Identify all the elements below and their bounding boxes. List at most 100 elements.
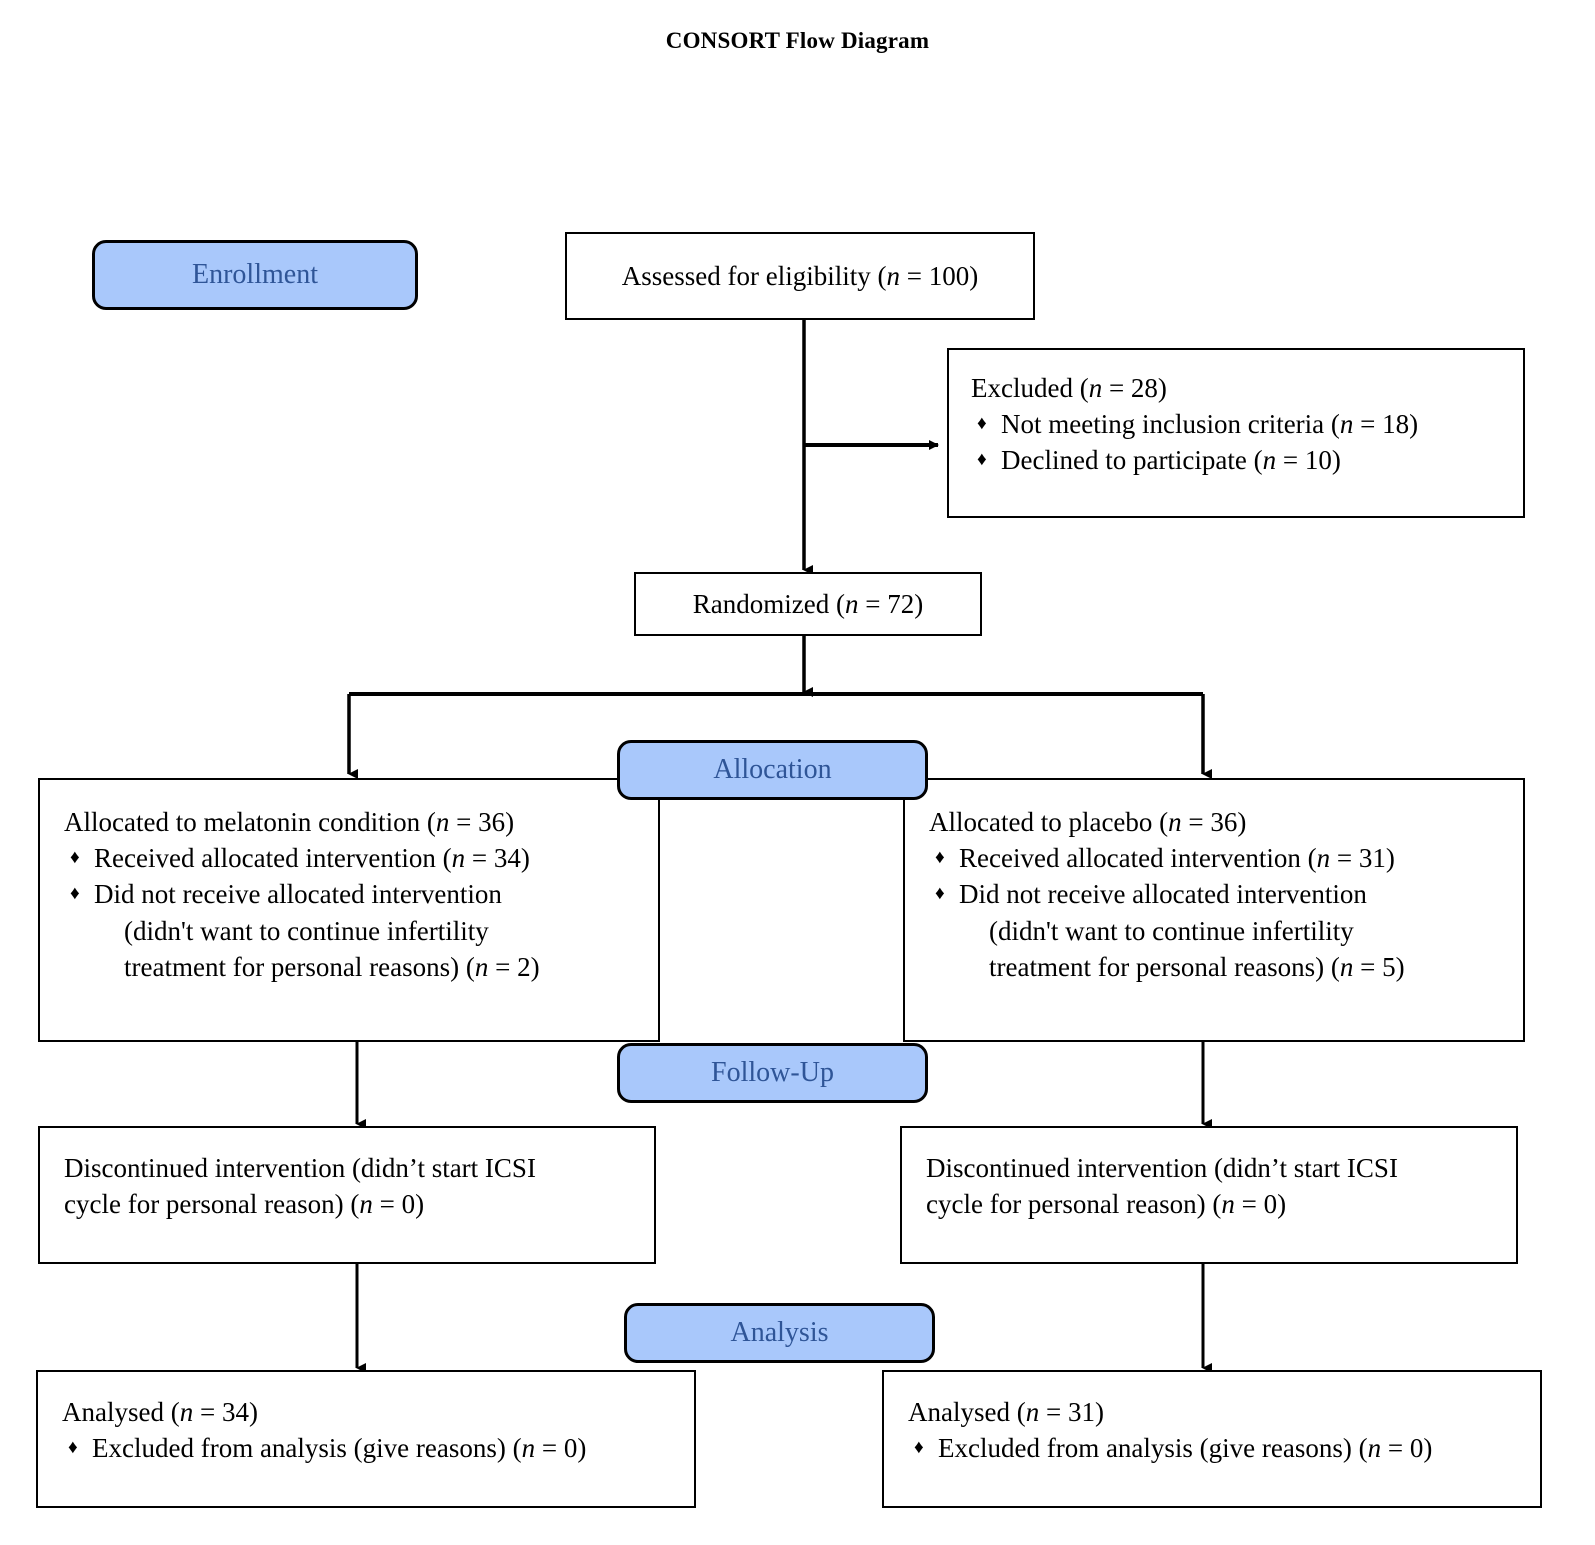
alloc-right-item-1-cont-1: treatment for personal reasons) (n = 5) [959, 949, 1499, 985]
alloc-right-cont-0-pre: (didn't want to continue infertility [989, 915, 1354, 946]
followup-left-line2-pre: cycle for personal reason) ( [64, 1189, 360, 1220]
node-discontinued-left: Discontinued intervention (didn’t start … [38, 1126, 656, 1264]
alloc-left-cont-1-n: n [474, 951, 489, 982]
analysis-right-item-0-n: n [1367, 1433, 1382, 1464]
followup-left-line2-n: n [359, 1189, 373, 1220]
stage-label-analysis: Analysis [730, 1317, 829, 1348]
diamond-bullet-icon: ♦ [70, 883, 80, 905]
list-item: ♦ Excluded from analysis (give reasons) (… [62, 1430, 670, 1466]
node-randomized: Randomized (n = 72) [634, 572, 982, 636]
alloc-left-item-1-cont-1: treatment for personal reasons) (n = 2) [94, 949, 634, 985]
analysis-left-item-0-pre: Excluded from analysis (give reasons) ( [92, 1433, 522, 1464]
alloc-left-heading-n: n [435, 807, 450, 837]
analysis-left-item-0-n: n [521, 1433, 536, 1464]
excluded-item-0-post: = 18) [1353, 409, 1419, 440]
node-discontinued-right: Discontinued intervention (didn’t start … [900, 1126, 1518, 1264]
excluded-heading-n: n [1088, 373, 1103, 403]
diamond-bullet-icon: ♦ [935, 847, 945, 869]
excluded-item-1-pre: Declined to participate ( [1001, 445, 1263, 476]
alloc-right-heading-n: n [1168, 807, 1182, 837]
stage-label-followup: Follow-Up [711, 1057, 834, 1088]
alloc-right-item-0-n: n [1316, 843, 1331, 874]
list-item: ♦Received allocated intervention (n = 34… [64, 840, 634, 876]
followup-right-line1: Discontinued intervention (didn’t start … [926, 1153, 1398, 1183]
node-allocated-melatonin: Allocated to melatonin condition (n = 36… [38, 778, 660, 1042]
followup-left-line1: Discontinued intervention (didn’t start … [64, 1153, 536, 1183]
analysis-left-heading-pre: Analysed ( [62, 1397, 180, 1427]
diamond-bullet-icon: ♦ [68, 1437, 78, 1459]
alloc-left-heading: Allocated to melatonin condition (n = 36… [64, 804, 634, 840]
node-excluded: Excluded (n = 28) ♦Not meeting inclusion… [947, 348, 1525, 518]
list-item: ♦ Not meeting inclusion criteria (n = 18) [971, 406, 1501, 442]
alloc-left-item-0-n: n [451, 843, 466, 874]
stage-label-allocation: Allocation [713, 754, 832, 785]
diamond-bullet-icon: ♦ [977, 413, 987, 435]
analysis-left-item-0-post: = 0) [535, 1433, 587, 1464]
analysis-right-heading-n: n [1025, 1397, 1040, 1427]
alloc-left-cont-0-pre: (didn't want to continue infertility [124, 915, 489, 946]
stage-badge-enrollment[interactable]: Enrollment [92, 240, 418, 310]
stage-label-enrollment: Enrollment [192, 259, 318, 290]
alloc-left-heading-post: = 36) [449, 807, 515, 837]
diamond-bullet-icon: ♦ [70, 847, 80, 869]
followup-right-line2-post: = 0) [1234, 1189, 1287, 1220]
page-title: CONSORT Flow Diagram [665, 28, 930, 53]
analysis-left-list: ♦ Excluded from analysis (give reasons) (… [62, 1430, 670, 1466]
excluded-heading-pre: Excluded ( [971, 373, 1089, 403]
excluded-heading: Excluded (n = 28) [971, 370, 1501, 406]
analysis-right-item-0-pre: Excluded from analysis (give reasons) ( [938, 1433, 1368, 1464]
alloc-right-cont-1-pre: treatment for personal reasons) ( [989, 951, 1340, 982]
analysis-right-heading: Analysed (n = 31) [908, 1394, 1516, 1430]
stage-badge-analysis[interactable]: Analysis [624, 1303, 935, 1363]
node-analysed-right: Analysed (n = 31) ♦Excluded from analysi… [882, 1370, 1542, 1508]
list-item: ♦Did not receive allocated intervention … [929, 876, 1499, 985]
analysis-right-heading-post: = 31) [1039, 1397, 1104, 1427]
excluded-item-1-n: n [1262, 445, 1277, 476]
alloc-left-list: ♦Received allocated intervention (n = 34… [64, 840, 634, 985]
list-item: ♦ Received allocated intervention (n = 31… [929, 840, 1499, 876]
node-assessed-for-eligibility: Assessed for eligibility (n = 100) [565, 232, 1035, 320]
alloc-right-cont-1-post: = 5) [1353, 951, 1405, 982]
alloc-right-item-0-pre: Received allocated intervention ( [959, 843, 1317, 874]
analysis-right-list: ♦ Excluded from analysis (give reasons) (… [908, 1430, 1516, 1466]
alloc-right-heading-pre: Allocated to placebo ( [929, 807, 1169, 837]
alloc-right-heading-post: = 36) [1181, 807, 1247, 837]
followup-left-line2: cycle for personal reason) (n = 0) [64, 1186, 630, 1222]
randomized-n-value: = 72) [858, 588, 924, 619]
node-allocated-placebo: Allocated to placebo (n = 36) ♦Received … [903, 778, 1525, 1042]
followup-right-line2-pre: cycle for personal reason) ( [926, 1189, 1222, 1220]
diamond-bullet-icon: ♦ [977, 449, 987, 471]
analysis-right-heading-pre: Analysed ( [908, 1397, 1026, 1427]
alloc-right-item-0-post: = 31) [1330, 843, 1395, 874]
alloc-right-cont-1-n: n [1339, 951, 1354, 982]
alloc-left-item-1-pre: Did not receive allocated intervention [94, 879, 502, 910]
followup-left-line2-post: = 0) [372, 1189, 425, 1220]
list-item: ♦Did not receive allocated intervention … [64, 876, 634, 985]
assessed-label: Assessed for eligibility ( [621, 260, 887, 291]
excluded-list: ♦Not meeting inclusion criteria (n = 18)… [971, 406, 1501, 478]
excluded-item-0-n: n [1339, 409, 1354, 440]
analysis-left-heading-n: n [179, 1397, 194, 1427]
alloc-left-heading-pre: Allocated to melatonin condition ( [64, 807, 436, 837]
stage-badge-followup[interactable]: Follow-Up [617, 1043, 928, 1103]
alloc-left-cont-1-post: = 2) [488, 951, 540, 982]
stage-badge-allocation[interactable]: Allocation [617, 740, 928, 800]
analysis-right-item-0-post: = 0) [1381, 1433, 1433, 1464]
alloc-left-item-0-pre: Received allocated intervention ( [94, 843, 452, 874]
alloc-right-item-1-pre: Did not receive allocated intervention [959, 879, 1367, 910]
list-item: ♦Declined to participate (n = 10) [971, 442, 1501, 478]
diamond-bullet-icon: ♦ [914, 1437, 924, 1459]
assessed-n-value: = 100) [900, 260, 979, 291]
analysis-left-heading: Analysed (n = 34) [62, 1394, 670, 1430]
node-analysed-left: Analysed (n = 34) ♦Excluded from analysi… [36, 1370, 696, 1508]
alloc-right-heading: Allocated to placebo (n = 36) [929, 804, 1499, 840]
excluded-heading-post: = 28) [1102, 373, 1167, 403]
alloc-right-list: ♦Received allocated intervention (n = 31… [929, 840, 1499, 985]
analysis-left-heading-post: = 34) [193, 1397, 258, 1427]
alloc-right-item-1-cont-0: (didn't want to continue infertility [959, 913, 1499, 949]
excluded-item-0-pre: Not meeting inclusion criteria ( [1001, 409, 1340, 440]
list-item: ♦ Excluded from analysis (give reasons) (… [908, 1430, 1516, 1466]
diamond-bullet-icon: ♦ [935, 883, 945, 905]
randomized-n-symbol: n [845, 588, 859, 619]
randomized-label: Randomized ( [692, 588, 845, 619]
